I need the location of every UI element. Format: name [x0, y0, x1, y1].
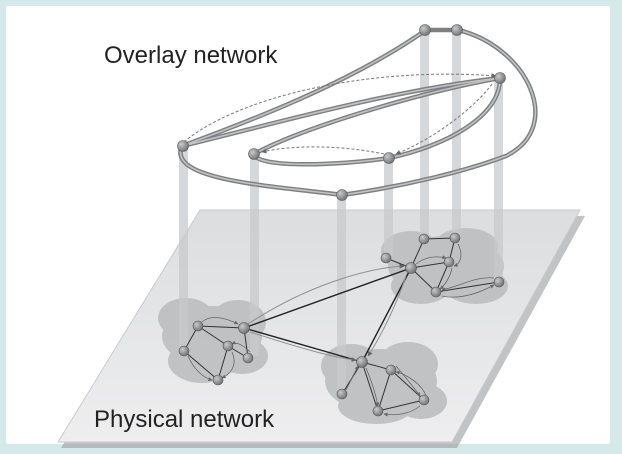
overlay-dashed-arrows [183, 73, 497, 155]
overlay-link [251, 75, 503, 157]
backbone-link [243, 327, 363, 363]
figure-frame: Overlay network Physical network [6, 6, 610, 448]
pillar-3 [337, 195, 346, 395]
network-diagram [57, 24, 585, 448]
physical-network-label: Physical network [94, 406, 275, 433]
physical-node [405, 262, 417, 274]
physical-node [238, 322, 250, 334]
physical-nodes [178, 232, 505, 417]
dashed-arrow [395, 83, 493, 155]
physical-node [430, 286, 442, 298]
overlay-node [383, 152, 395, 164]
physical-node [418, 394, 430, 406]
backbone-link [243, 267, 412, 329]
pillar-1 [179, 146, 188, 352]
overlay-node [336, 189, 348, 201]
physical-node [178, 345, 190, 357]
pillar-2 [250, 154, 259, 356]
overlay-node [177, 140, 189, 152]
physical-node [336, 388, 348, 400]
pillar-5 [420, 30, 429, 240]
physical-node [449, 232, 461, 244]
physical-node [192, 320, 204, 332]
overlay-node [494, 72, 506, 84]
overlay-node [419, 24, 431, 36]
physical-node [443, 256, 455, 268]
overlay-link [178, 143, 345, 198]
physical-node [372, 405, 384, 417]
overlay-nodes [177, 24, 506, 201]
pillar-7 [494, 78, 503, 282]
physical-node [418, 233, 430, 245]
cluster-arrows [187, 243, 495, 417]
physical-node [385, 364, 397, 376]
overlay-network-label: Overlay network [104, 42, 278, 69]
physical-node [212, 374, 224, 386]
pillar-4 [384, 156, 393, 256]
dashed-arrow [261, 146, 385, 155]
overlay-node [248, 148, 260, 160]
physical-node [493, 276, 505, 288]
overlay-node [451, 24, 463, 36]
physical-node [356, 356, 368, 368]
physical-node [222, 340, 234, 352]
physical-node [380, 252, 392, 264]
physical-node [242, 352, 254, 364]
physical-overlay-traces [247, 263, 407, 363]
overlay-links-highlight [179, 29, 536, 196]
